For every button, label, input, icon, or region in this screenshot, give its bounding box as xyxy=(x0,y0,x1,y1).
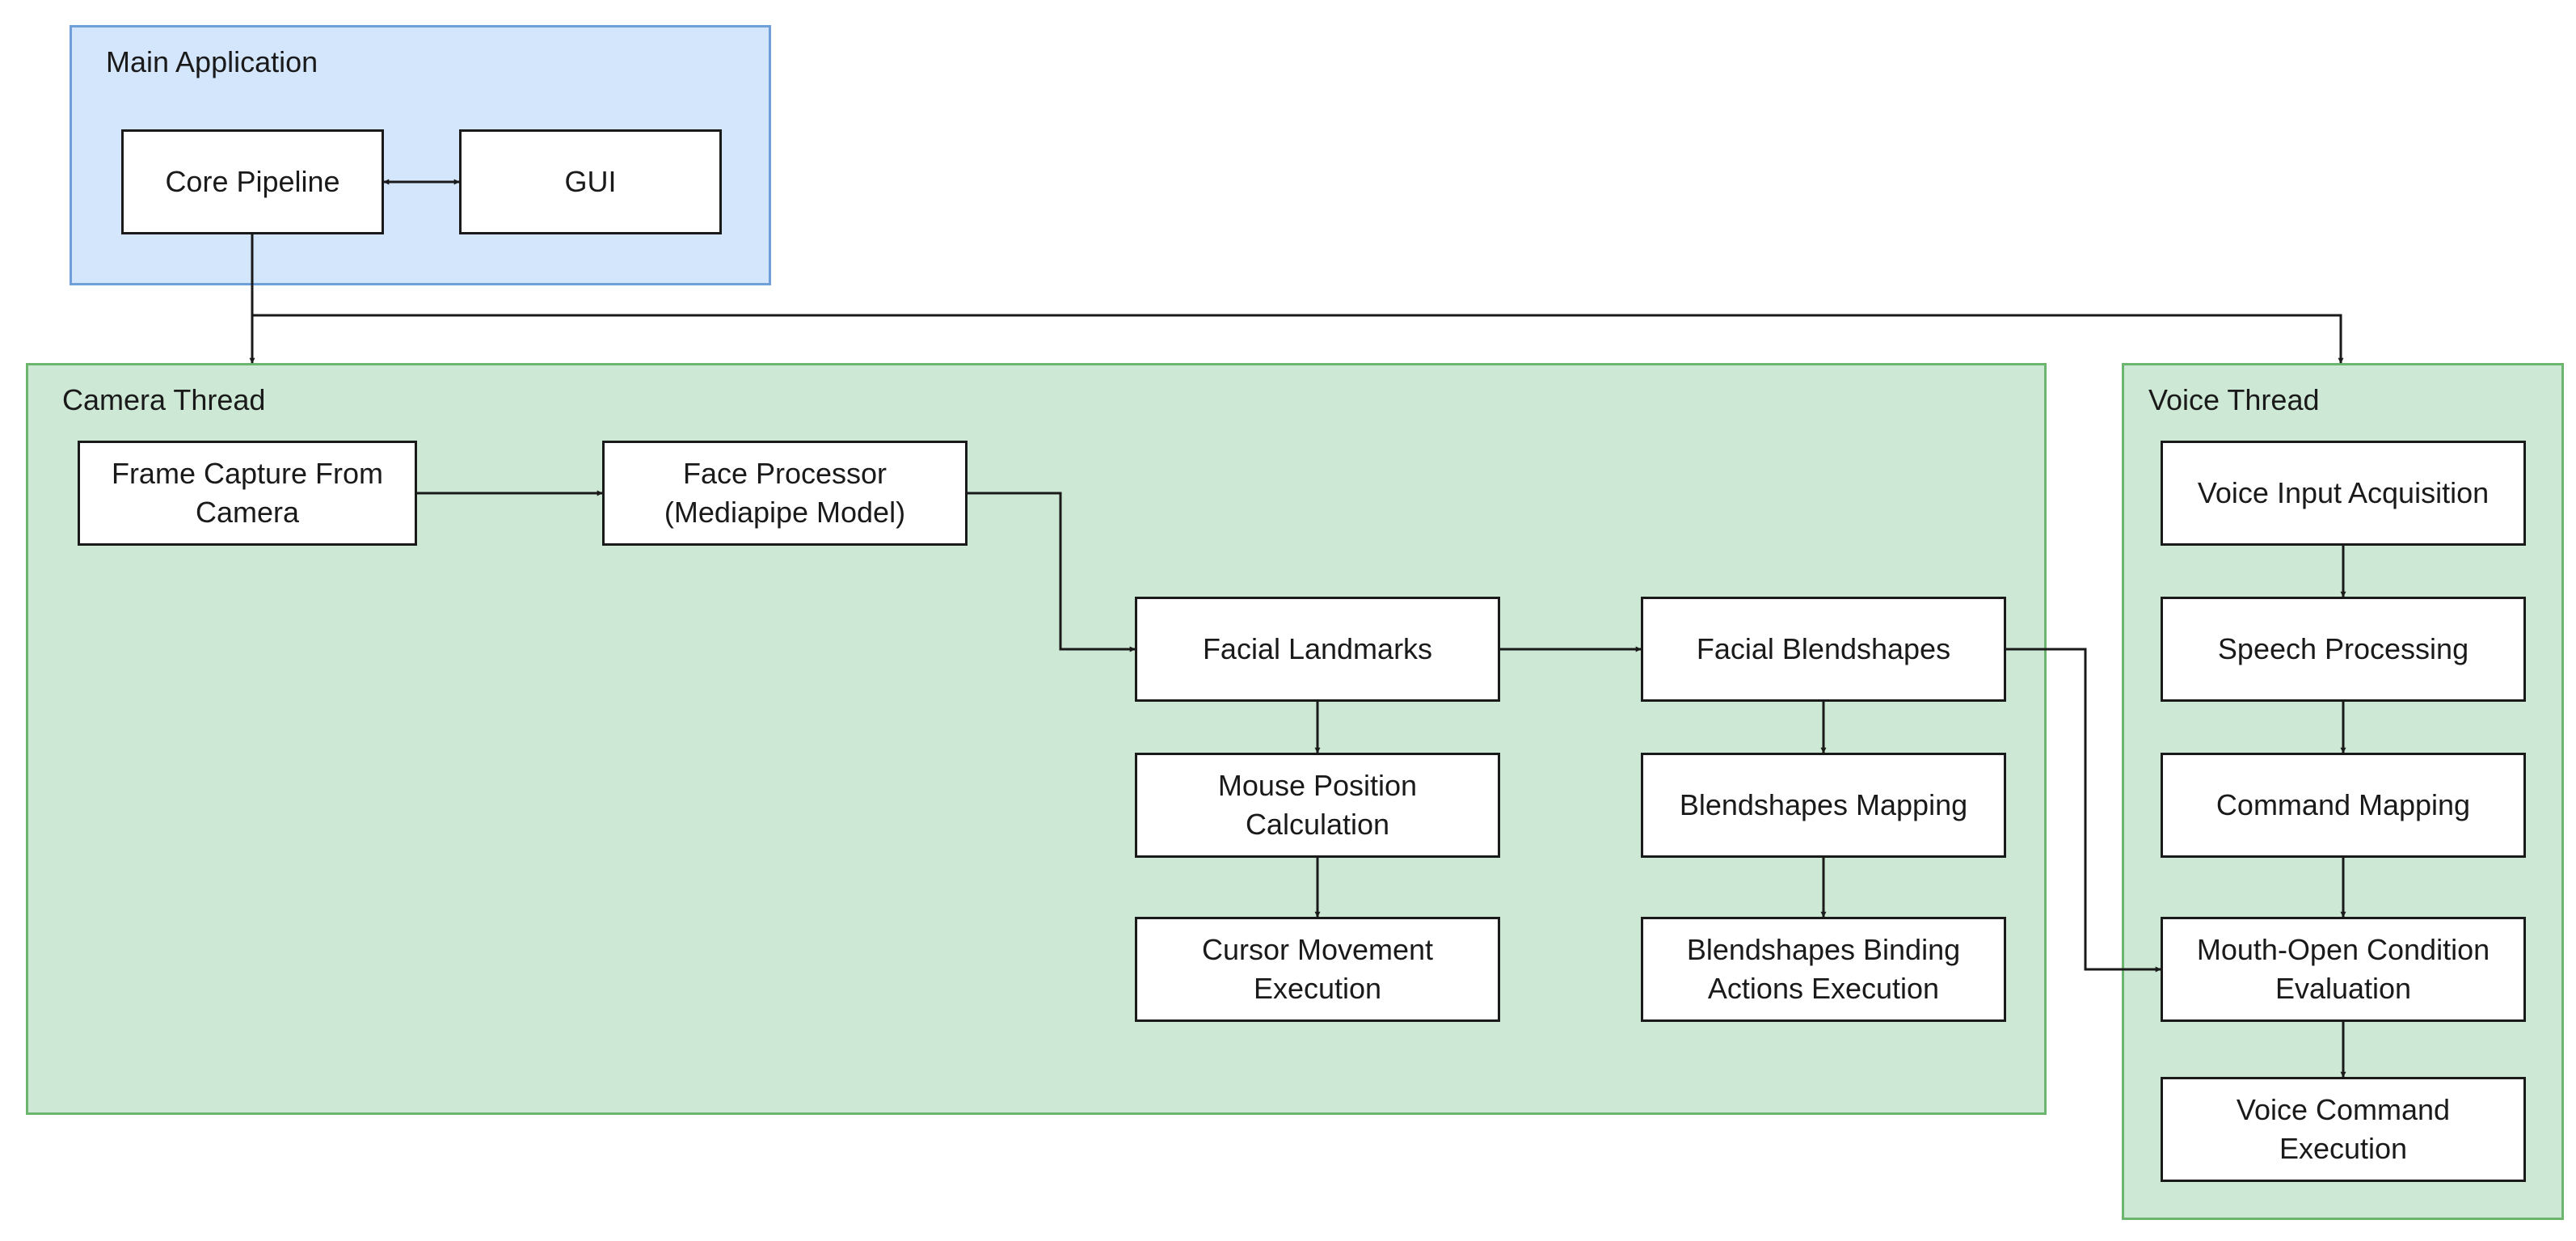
node-label-line: Execution xyxy=(1253,972,1382,1005)
face-processor-node[interactable]: Face Processor (Mediapipe Model) xyxy=(602,441,968,546)
node-label-line: (Mediapipe Model) xyxy=(664,496,906,529)
node-label-line: Speech Processing xyxy=(2217,632,2469,665)
node-label-line: Mouth-Open Condition xyxy=(2196,933,2490,966)
node-label-line: Evaluation xyxy=(2275,972,2412,1005)
command-mapping-node[interactable]: Command Mapping xyxy=(2161,753,2526,858)
node-label-line: Execution xyxy=(2279,1132,2408,1165)
node-label-line: Command Mapping xyxy=(2216,788,2471,821)
facial-blendshapes-node[interactable]: Facial Blendshapes xyxy=(1641,597,2006,702)
connector-core-pipeline-to-voice-thread xyxy=(252,314,2344,364)
node-label-line: Mouse Position xyxy=(1217,769,1418,802)
node-label-line: Actions Execution xyxy=(1707,972,1940,1005)
connector-face-processor-to-facial-landmarks xyxy=(968,492,1136,652)
node-label-line: Facial Blendshapes xyxy=(1696,632,1951,665)
blendshapes-mapping-node[interactable]: Blendshapes Mapping xyxy=(1641,753,2006,858)
node-label: GUI xyxy=(564,163,616,201)
node-label: Command Mapping xyxy=(2216,786,2470,825)
node-label: Voice Input Acquisition xyxy=(2198,474,2489,513)
node-label-line: Blendshapes Mapping xyxy=(1679,788,1968,821)
camera-thread-label: Camera Thread xyxy=(62,383,266,416)
node-label-line: Voice Input Acquisition xyxy=(2197,476,2490,509)
node-label-line: Calculation xyxy=(1245,808,1390,841)
main-application-label: Main Application xyxy=(106,45,318,78)
node-label: Core Pipeline xyxy=(165,163,339,201)
node-label-line: Face Processor xyxy=(682,457,887,490)
voice-input-node[interactable]: Voice Input Acquisition xyxy=(2161,441,2526,546)
speech-processing-node[interactable]: Speech Processing xyxy=(2161,597,2526,702)
node-label-line: Blendshapes Binding xyxy=(1686,933,1961,966)
node-label: Blendshapes Mapping xyxy=(1680,786,1967,825)
node-label: Facial Blendshapes xyxy=(1697,630,1950,669)
gui-node[interactable]: GUI xyxy=(459,129,722,234)
node-label-line: Frame Capture From xyxy=(111,457,384,490)
node-label-line: GUI xyxy=(564,165,617,198)
core-pipeline-node[interactable]: Core Pipeline xyxy=(121,129,384,234)
connector-facial-blendshapes-to-mouth-open xyxy=(2006,648,2161,973)
facial-landmarks-node[interactable]: Facial Landmarks xyxy=(1135,597,1500,702)
voice-thread-label: Voice Thread xyxy=(2148,383,2320,416)
node-label: Face Processor (Mediapipe Model) xyxy=(664,454,905,532)
node-label-line: Core Pipeline xyxy=(165,165,340,198)
node-label-line: Voice Command xyxy=(2236,1093,2451,1126)
node-label-line: Facial Landmarks xyxy=(1202,632,1433,665)
node-label-line: Cursor Movement xyxy=(1201,933,1434,966)
node-label: Facial Landmarks xyxy=(1203,630,1432,669)
node-label: Speech Processing xyxy=(2218,630,2468,669)
node-label-line: Camera xyxy=(195,496,300,529)
